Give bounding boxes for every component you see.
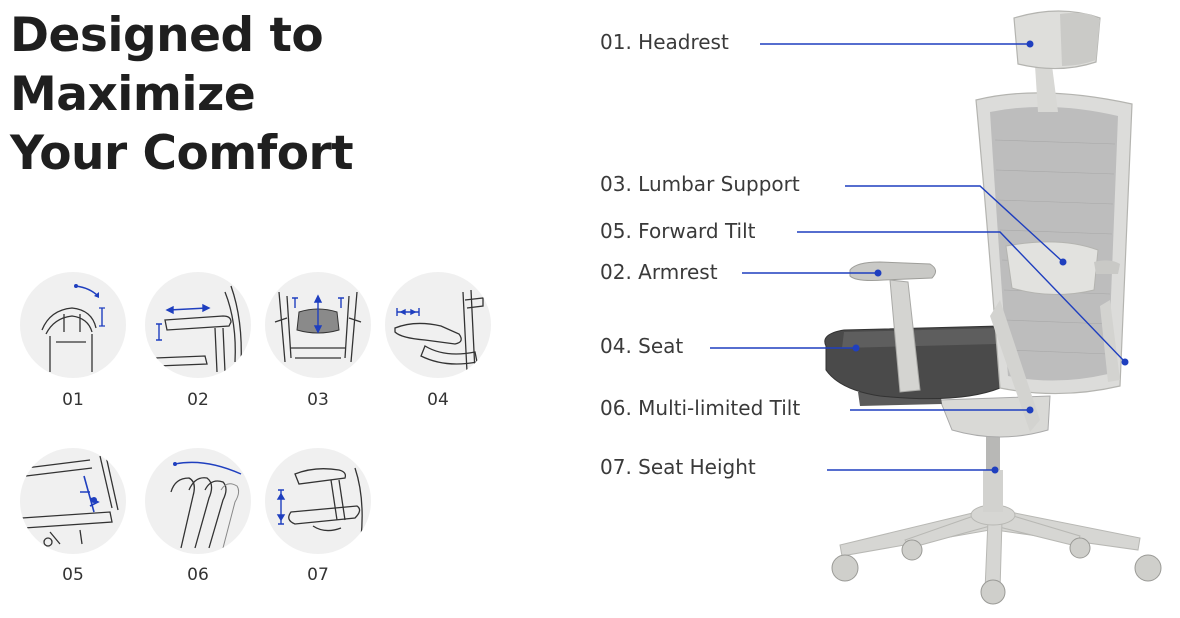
callout-seat: 04. Seat xyxy=(600,334,684,358)
office-chair-image xyxy=(824,10,1162,605)
lumbar-adjust-icon xyxy=(265,272,371,378)
feature-number: 05 xyxy=(62,565,84,585)
feature-number: 04 xyxy=(427,390,449,410)
headrest-adjust-icon xyxy=(20,272,126,378)
feature-number: 03 xyxy=(307,390,329,410)
armrest-adjust-icon xyxy=(145,272,251,378)
headline: Designed to Maximize Your Comfort xyxy=(10,6,354,183)
callout-headrest: 01. Headrest xyxy=(600,30,729,54)
callout-seat-height: 07. Seat Height xyxy=(600,455,756,479)
callout-lumbar-support: 03. Lumbar Support xyxy=(600,172,800,196)
feature-number: 01 xyxy=(62,390,84,410)
seat-height-icon xyxy=(265,448,371,554)
multi-tilt-icon xyxy=(145,448,251,554)
headline-line-3: Your Comfort xyxy=(10,126,354,181)
callout-armrest: 02. Armrest xyxy=(600,260,718,284)
callout-multi-limited-tilt: 06. Multi-limited Tilt xyxy=(600,396,801,420)
feature-number: 06 xyxy=(187,565,209,585)
armrest-rotate-icon xyxy=(385,272,491,378)
headline-line-2: Maximize xyxy=(10,67,256,122)
callout-forward-tilt: 05. Forward Tilt xyxy=(600,219,756,243)
headline-line-1: Designed to xyxy=(10,8,324,63)
feature-number: 02 xyxy=(187,390,209,410)
feature-number: 07 xyxy=(307,565,329,585)
forward-tilt-icon xyxy=(20,448,126,554)
